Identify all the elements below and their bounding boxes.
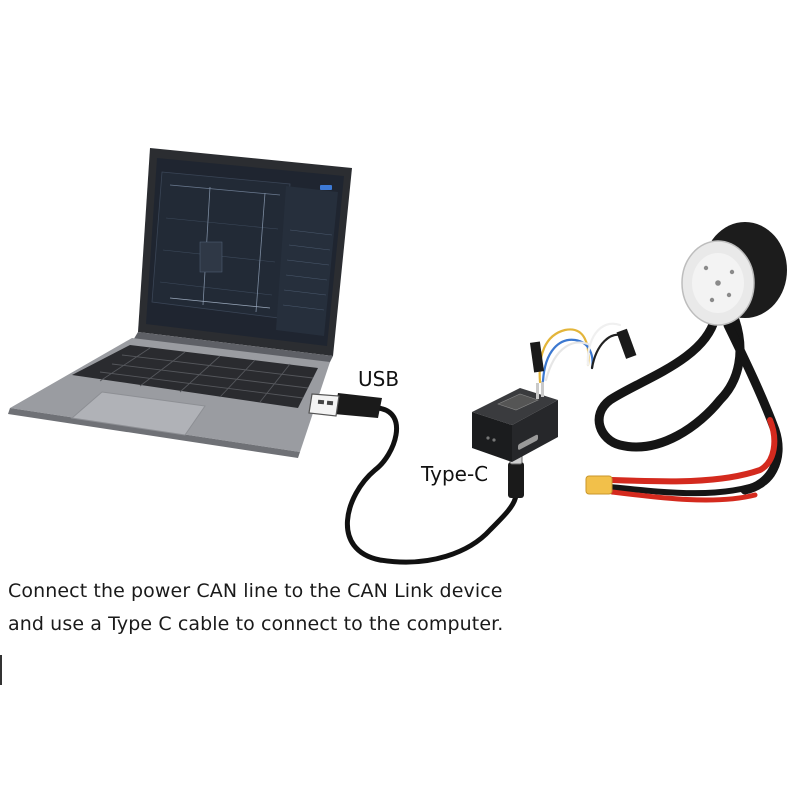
dupont-connector [616, 328, 637, 359]
motor [594, 222, 787, 495]
caption-line-1: Connect the power CAN line to the CAN Li… [8, 580, 503, 602]
edge-divider [0, 655, 2, 685]
laptop-touchpad [70, 391, 206, 436]
xt-power-connector [585, 475, 613, 495]
type-c-label: Type-C [421, 462, 489, 486]
usb-c-cable-wire [344, 405, 519, 565]
usb-a-plug [334, 393, 382, 418]
can-signal-wires [529, 322, 637, 384]
laptop [8, 148, 352, 458]
type-c-plug [508, 462, 524, 498]
caption-line-2: and use a Type C cable to connect to the… [8, 613, 504, 635]
usb-a-metal-tip [308, 393, 340, 417]
can-link-device [472, 381, 558, 462]
type-c-port [518, 434, 538, 450]
usb-label: USB [358, 367, 400, 391]
power-leads [585, 417, 782, 503]
dupont-connector [529, 341, 545, 373]
